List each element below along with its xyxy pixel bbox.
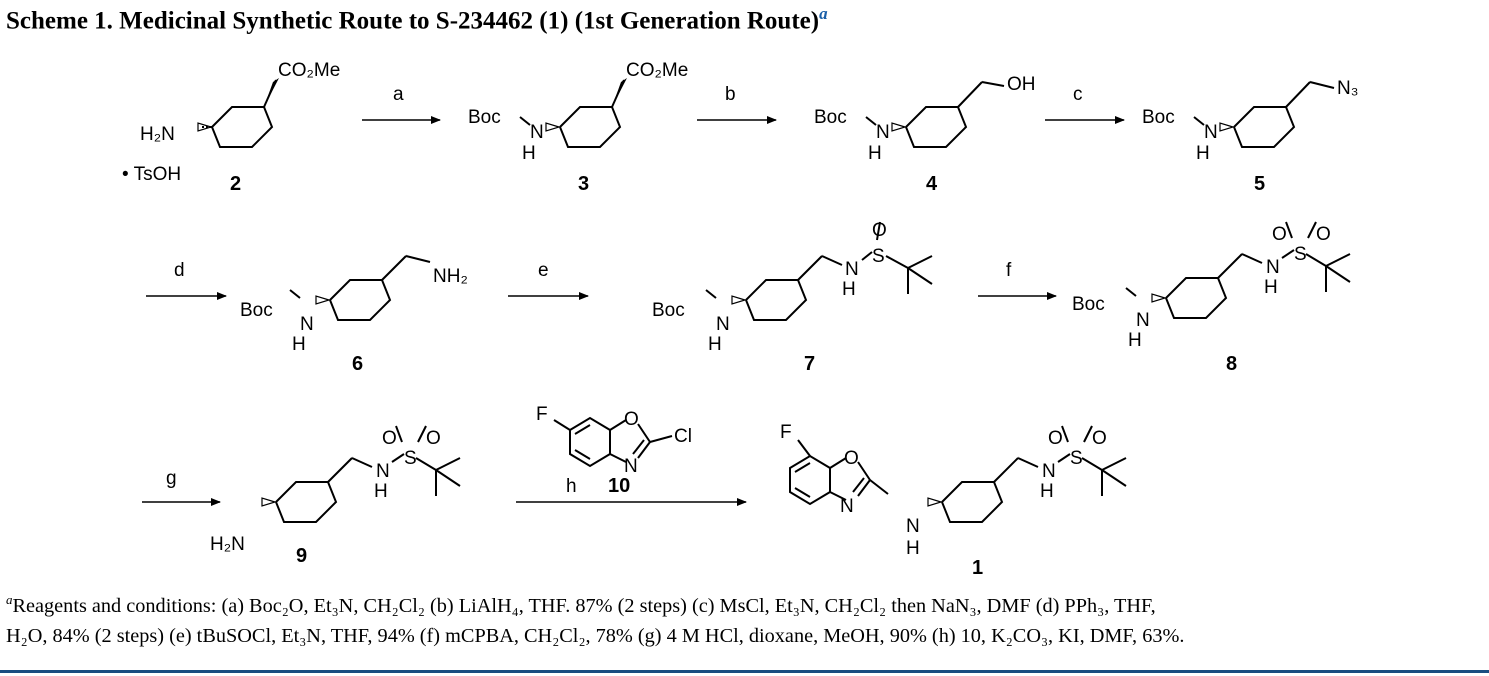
footnote-mark: a bbox=[6, 592, 13, 607]
compound-8-boc-label: Boc bbox=[1072, 294, 1105, 315]
arrow-e-label: e bbox=[538, 260, 549, 281]
arrow-f-label: f bbox=[1006, 260, 1012, 281]
compound-9-amine-label: H₂N bbox=[210, 534, 245, 555]
compound-9-o2-label: O bbox=[426, 428, 441, 449]
footnote-line-1: aReagents and conditions: (a) Boc₂O, Et₃… bbox=[6, 585, 1486, 621]
compound-4-oh-label: OH bbox=[1007, 74, 1036, 95]
arrow-c-label: c bbox=[1073, 84, 1083, 105]
compound-4-nh-n: N bbox=[876, 122, 890, 143]
compound-6-boc-label: Boc bbox=[240, 300, 273, 321]
compound-4-number: 4 bbox=[926, 173, 938, 195]
compound-1-s-label: S bbox=[1070, 448, 1083, 469]
arrow-a-label: a bbox=[393, 84, 404, 105]
bottom-rule bbox=[0, 670, 1489, 673]
compound-3-ester-label: CO₂Me bbox=[626, 60, 688, 81]
compound-7-o-label: O bbox=[872, 220, 887, 241]
compound-1-number: 1 bbox=[972, 557, 983, 579]
compound-10-o-label: O bbox=[624, 409, 639, 430]
compound-1-f-label: F bbox=[780, 422, 792, 443]
compound-2-number: 2 bbox=[230, 173, 241, 195]
compound-5-nh-h: H bbox=[1196, 143, 1210, 164]
compound-6-amine-label: NH₂ bbox=[433, 266, 468, 287]
compound-8-nh-n: N bbox=[1136, 310, 1150, 331]
compound-1: F O N N H O O S N H 1 bbox=[780, 422, 1127, 579]
compound-3-boc-label: Boc bbox=[468, 107, 501, 128]
compound-4: OH Boc N H 4 bbox=[814, 74, 1036, 195]
compound-9-sulfonamide-h: H bbox=[374, 481, 388, 502]
compound-8-o2-label: O bbox=[1316, 224, 1331, 245]
compound-5-number: 5 bbox=[1254, 173, 1265, 195]
reagents-footnote: aReagents and conditions: (a) Boc₂O, Et₃… bbox=[6, 585, 1486, 651]
compound-7-s-label: S bbox=[872, 246, 885, 267]
compound-8: O O S N H Boc N H 8 bbox=[1072, 221, 1351, 375]
compound-10-cl-label: Cl bbox=[674, 426, 692, 447]
compound-5-azide-label: N₃ bbox=[1337, 78, 1358, 99]
arrow-d-label: d bbox=[174, 260, 185, 281]
scheme-title: Scheme 1. Medicinal Synthetic Route to S… bbox=[6, 4, 828, 35]
compound-1-sulfonamide-h: H bbox=[1040, 481, 1054, 502]
compound-5: N₃ Boc N H 5 bbox=[1142, 78, 1358, 195]
arrow-g-label: g bbox=[166, 468, 177, 489]
compound-1-o1-label: O bbox=[1048, 428, 1063, 449]
title-footnote-mark: a bbox=[819, 4, 828, 23]
arrow-b-label: b bbox=[725, 84, 736, 105]
compound-8-number: 8 bbox=[1226, 353, 1237, 375]
compound-8-o1-label: O bbox=[1272, 224, 1287, 245]
compound-1-nh-n: N bbox=[906, 516, 920, 537]
compound-8-s-label: S bbox=[1294, 244, 1307, 265]
compound-3-number: 3 bbox=[578, 173, 589, 195]
compound-8-sulfonamide-n: N bbox=[1266, 257, 1280, 278]
compound-4-nh-h: H bbox=[868, 143, 882, 164]
compound-8-nh-h: H bbox=[1128, 330, 1142, 351]
compound-9-o1-label: O bbox=[382, 428, 397, 449]
arrow-h-label: h bbox=[566, 476, 577, 497]
compound-6-number: 6 bbox=[352, 353, 363, 375]
compound-1-sulfonamide-n: N bbox=[1042, 461, 1056, 482]
compound-6-nh-h: H bbox=[292, 334, 306, 355]
compound-8-sulfonamide-h: H bbox=[1264, 277, 1278, 298]
reaction-scheme: CO₂Me H₂N • TsOH 2 a CO₂Me Boc N H 3 b bbox=[122, 60, 1358, 579]
compound-2: CO₂Me H₂N • TsOH 2 bbox=[122, 60, 340, 195]
compound-6: NH₂ Boc N H 6 bbox=[240, 254, 468, 375]
compound-1-o-label: O bbox=[844, 448, 859, 469]
compound-6-nh-n: N bbox=[300, 314, 314, 335]
compound-2-ester-label: CO₂Me bbox=[278, 60, 340, 81]
compound-2-amine-label: H₂N bbox=[140, 124, 175, 145]
compound-9-sulfonamide-n: N bbox=[376, 461, 390, 482]
compound-10-f-label: F bbox=[536, 404, 548, 425]
compound-1-o2-label: O bbox=[1092, 428, 1107, 449]
compound-7: O S N H Boc N H 7 bbox=[652, 220, 933, 375]
compound-1-n-label: N bbox=[840, 496, 854, 517]
footnote-line-2: H₂O, 84% (2 steps) (e) tBuSOCl, Et₃N, TH… bbox=[6, 624, 1185, 647]
compound-7-nh-n: N bbox=[716, 314, 730, 335]
compound-5-boc-label: Boc bbox=[1142, 107, 1175, 128]
compound-10: F O N Cl 10 bbox=[536, 404, 692, 497]
compound-7-boc-label: Boc bbox=[652, 300, 685, 321]
scheme-title-text: Scheme 1. Medicinal Synthetic Route to S… bbox=[6, 7, 820, 35]
compound-10-number: 10 bbox=[608, 475, 630, 497]
compound-9-number: 9 bbox=[296, 545, 307, 567]
compound-7-nh-h: H bbox=[708, 334, 722, 355]
compound-3: CO₂Me Boc N H 3 bbox=[468, 60, 688, 195]
compound-1-nh-h: H bbox=[906, 538, 920, 559]
footnote-text-line-1: Reagents and conditions: (a) Boc₂O, Et₃N… bbox=[12, 594, 1156, 617]
compound-3-nh-n: N bbox=[530, 122, 544, 143]
compound-10-n-label: N bbox=[624, 456, 638, 477]
compound-9-s-label: S bbox=[404, 448, 417, 469]
compound-7-number: 7 bbox=[804, 353, 815, 375]
compound-7-sulfinamide-n: N bbox=[845, 259, 859, 280]
compound-7-sulfinamide-h: H bbox=[842, 279, 856, 300]
compound-4-boc-label: Boc bbox=[814, 107, 847, 128]
compound-9: O O S N H H₂N 9 bbox=[210, 425, 461, 567]
compound-2-salt-label: • TsOH bbox=[122, 164, 181, 185]
compound-3-nh-h: H bbox=[522, 143, 536, 164]
compound-5-nh-n: N bbox=[1204, 122, 1218, 143]
